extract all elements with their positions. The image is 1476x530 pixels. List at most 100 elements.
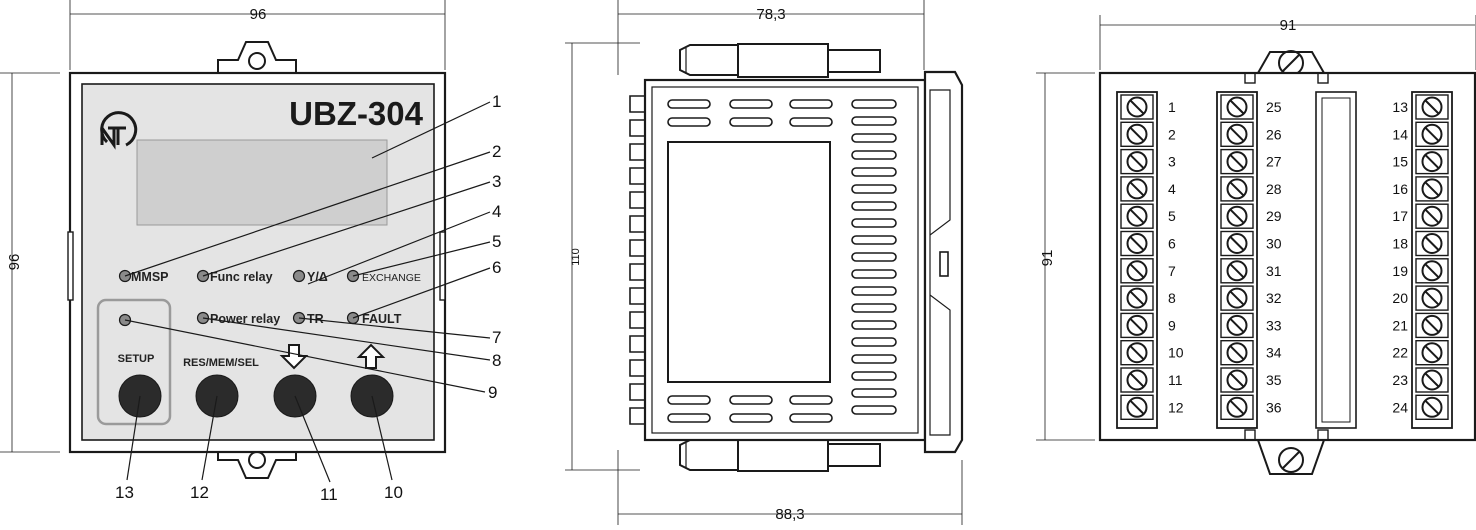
terminal-label: 8 [1168, 290, 1176, 306]
screw-slot [1129, 208, 1145, 224]
vent-slot [789, 413, 833, 423]
rear-channel [1315, 91, 1357, 429]
vent-slot [789, 117, 833, 127]
side-view: 78,3 88,3 110 [565, 0, 964, 525]
side-height-dim: 110 [570, 248, 582, 266]
led-label-exchange: EXCHANGE [362, 272, 421, 284]
clip-body-bottom [737, 437, 829, 472]
terminal-tooth [629, 263, 645, 281]
setup-label: SETUP [118, 353, 155, 365]
vent-slot [729, 413, 773, 423]
vent-slot [851, 235, 897, 245]
screw-slot [1129, 317, 1145, 334]
terminal-tooth [629, 143, 645, 161]
screw-slot [1424, 181, 1440, 197]
terminal-tooth [629, 407, 645, 425]
terminal-tooth [629, 287, 645, 305]
vent-slot [851, 99, 897, 109]
mount-hole [248, 451, 266, 469]
vent-slot [729, 99, 773, 109]
screw-slot [1129, 181, 1145, 197]
terminal-label: 22 [1392, 345, 1408, 361]
screw-slot [1129, 126, 1145, 143]
led-label-star-delta: Y/Δ [307, 270, 328, 284]
terminal-label: 14 [1392, 126, 1408, 142]
side-clip [67, 231, 74, 301]
rear-channel-inner [1321, 97, 1351, 423]
rear-notch [1244, 72, 1256, 84]
terminal-label: 17 [1392, 208, 1408, 224]
terminal-label: 24 [1392, 399, 1408, 415]
manufacturer-logo [100, 111, 138, 150]
terminal-tooth [629, 383, 645, 401]
vent-slot [851, 371, 897, 381]
terminal-tooth [629, 335, 645, 353]
screw-slot [1424, 263, 1440, 279]
terminal-label: 19 [1392, 263, 1408, 279]
vent-slot [851, 150, 897, 160]
screw-slot [1229, 99, 1245, 115]
terminal-label: 15 [1392, 154, 1408, 170]
terminal-label: 31 [1266, 263, 1282, 279]
terminal-label: 5 [1168, 208, 1176, 224]
rear-mount-screw [1278, 447, 1304, 473]
screw-slot [1229, 181, 1245, 197]
led-label-power-relay: Power relay [210, 312, 280, 326]
rear-notch [1244, 429, 1256, 441]
callout-7: 7 [492, 328, 501, 347]
callout-3: 3 [492, 172, 501, 191]
side-bottom-dim: 88,3 [775, 506, 804, 523]
screw-slot [1424, 126, 1440, 143]
terminal-label: 36 [1266, 399, 1282, 415]
vent-slot [851, 320, 897, 330]
vent-slot [667, 413, 711, 423]
vent-slot [851, 252, 897, 262]
side-top-dim: 78,3 [756, 6, 785, 23]
screw-slot [1424, 399, 1440, 416]
terminal-tooth [629, 167, 645, 185]
terminal-label: 13 [1392, 99, 1408, 115]
screw-slot [1424, 290, 1440, 306]
callout-8: 8 [492, 351, 501, 370]
side-latch [939, 251, 949, 277]
terminal-tooth [629, 215, 645, 233]
screw-slot [1129, 372, 1145, 388]
rear-mount-tab-bottom [1257, 439, 1325, 475]
callout-2: 2 [492, 142, 501, 161]
terminal-label: 6 [1168, 236, 1176, 252]
rear-notch [1317, 72, 1329, 84]
terminal-label: 9 [1168, 317, 1176, 333]
vent-slot [667, 395, 711, 405]
terminal-label: 29 [1266, 208, 1282, 224]
terminal-tooth [629, 119, 645, 137]
setup-frame [96, 298, 172, 426]
screw-slot [1282, 451, 1300, 469]
terminal-label: 16 [1392, 181, 1408, 197]
vent-slot [851, 388, 897, 398]
terminal-tooth [629, 311, 645, 329]
callout-11: 11 [320, 485, 338, 504]
screw-slot [1282, 54, 1300, 72]
side-front-panel [923, 70, 964, 454]
side-housing-inner [651, 86, 919, 434]
screw-slot [1129, 235, 1145, 252]
vent-slot [851, 337, 897, 347]
screw-slot [1129, 153, 1145, 170]
vent-slot [851, 184, 897, 194]
led-label-tr: TR [307, 312, 324, 326]
screw-slot [1424, 99, 1440, 115]
terminal-tooth [629, 359, 645, 377]
terminal-label: 26 [1266, 126, 1282, 142]
screw-slot [1229, 290, 1245, 306]
terminal-label: 25 [1266, 99, 1282, 115]
terminal-label: 23 [1392, 372, 1408, 388]
callout-1: 1 [492, 92, 501, 111]
terminal-label: 2 [1168, 126, 1176, 142]
terminal-label: 4 [1168, 181, 1176, 197]
terminal-tooth [629, 239, 645, 257]
vent-slot [851, 167, 897, 177]
vent-slots [667, 99, 897, 423]
terminal-label: 27 [1266, 154, 1282, 170]
res-mem-sel-label: RES/MEM/SEL [183, 357, 259, 369]
terminal-label: 7 [1168, 263, 1176, 279]
